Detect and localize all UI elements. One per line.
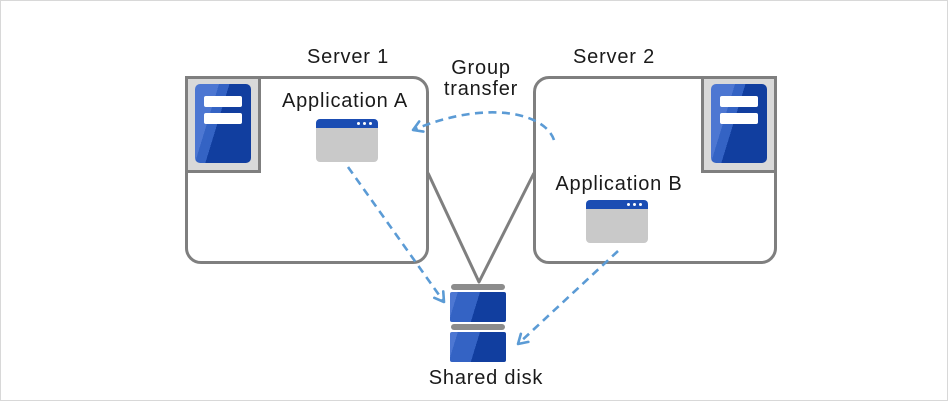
server2-tower-icon [701, 76, 777, 173]
disk-cap [451, 284, 505, 290]
application-b-window-icon [586, 200, 648, 243]
window-body [316, 128, 378, 162]
application-a-label: Application A [281, 90, 409, 112]
application-a-window-icon [316, 119, 378, 162]
server-drive-slot [204, 113, 242, 124]
shared-disk-label: Shared disk [428, 367, 544, 389]
server2-label: Server 2 [573, 46, 655, 68]
server1-label: Server 1 [307, 46, 389, 68]
window-titlebar [316, 119, 378, 128]
server-drive-slot [720, 96, 758, 107]
disk-platter [450, 332, 506, 362]
window-titlebar [586, 200, 648, 209]
server-drive-slot [204, 96, 242, 107]
window-body [586, 209, 648, 243]
group-transfer-label: Group transfer [443, 57, 519, 100]
app-b-to-disk-arrow [516, 250, 619, 346]
server-drive-slot [720, 113, 758, 124]
window-buttons-icon [626, 202, 642, 206]
application-b-label: Application B [555, 173, 683, 195]
server-tower-body [195, 84, 251, 163]
disk-cap [451, 324, 505, 330]
shared-disk-icon [450, 284, 506, 364]
servers-to-disk-line [426, 172, 536, 284]
window-buttons-icon [356, 121, 372, 125]
disk-platter [450, 292, 506, 322]
server1-tower-icon [185, 76, 261, 173]
server-tower-body [711, 84, 767, 163]
